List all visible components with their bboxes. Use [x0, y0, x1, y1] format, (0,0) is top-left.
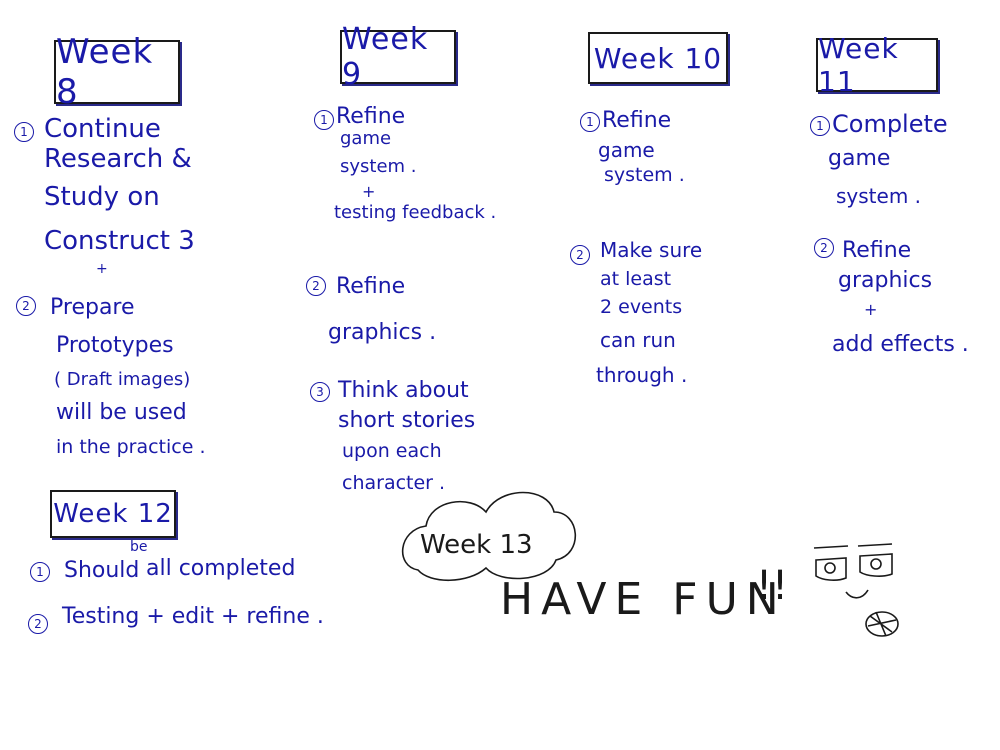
week11-title-box: Week 11 [816, 32, 938, 98]
week8-line-9: in the practice . [56, 436, 206, 458]
week13-have-fun: HAVE FUN [500, 574, 787, 625]
week10-line-5: at least [600, 268, 672, 290]
week10-line-3: system . [604, 164, 685, 186]
week10-line-7: can run [600, 328, 676, 352]
week11-line-2: game [828, 146, 891, 171]
week10-num-2: 2 [570, 245, 590, 265]
week12-line-2: Testing + edit + refine . [62, 604, 324, 629]
cloud-shape [402, 491, 577, 581]
week12-line-1a: Should [64, 558, 140, 583]
week8-line-4: Construct 3 [44, 226, 195, 256]
week8-title-box: Week 8 [54, 32, 180, 112]
week8-line-1: Continue [44, 114, 161, 144]
week10-title-box: Week 10 [588, 32, 728, 84]
week11-line-1: Complete [832, 110, 948, 138]
week11-num-1: 1 [810, 116, 830, 136]
week9-line-9: upon each [342, 440, 442, 462]
face-doodle [813, 543, 899, 637]
week11-line-6: add effects . [832, 332, 969, 357]
week8-plus: + [96, 261, 108, 277]
week9-num-2: 2 [306, 276, 326, 296]
week9-plus: + [362, 182, 376, 201]
week8-title: Week 8 [56, 32, 154, 112]
week13-exclamations: !! [756, 563, 789, 609]
week12-insert-be: be [130, 539, 148, 555]
week9-line-1: Refine [336, 104, 406, 129]
week9-title: Week 9 [342, 22, 429, 92]
week10-line-6: 2 events [600, 296, 683, 318]
week11-line-5: graphics [838, 268, 933, 293]
week12-title-box: Week 12 [50, 490, 176, 538]
week10-title: Week 10 [593, 41, 723, 75]
week9-line-8: short stories [338, 408, 476, 433]
week10-line-4: Make sure [600, 238, 703, 262]
week9-num-1: 1 [314, 110, 334, 130]
week11-line-4: Refine [842, 238, 912, 263]
week12-num-1: 1 [30, 562, 50, 582]
week8-num-1: 1 [14, 122, 34, 142]
week11-plus: + [864, 300, 878, 319]
week12-line-1b: all completed [146, 556, 296, 581]
week8-line-3: Study on [44, 182, 160, 212]
week10-line-8: through . [596, 363, 688, 387]
week9-line-3: system . [340, 156, 417, 177]
week9-line-7: Think about [338, 378, 469, 403]
week10-num-1: 1 [580, 112, 600, 132]
week8-line-5: Prepare [50, 295, 135, 320]
week9-line-10: character . [342, 472, 446, 494]
week9-num-3: 3 [310, 382, 330, 402]
week10-line-1: Refine [602, 108, 672, 133]
week11-title: Week 11 [818, 32, 899, 98]
week9-title-box: Week 9 [340, 22, 456, 92]
week12-title: Week 12 [53, 499, 173, 529]
week11-num-2: 2 [814, 238, 834, 258]
week8-line-6: Prototypes [56, 333, 174, 358]
week12-num-2: 2 [28, 614, 48, 634]
week11-line-3: system . [836, 184, 922, 208]
week9-line-5: Refine [336, 274, 406, 299]
week8-line-7: ( Draft images) [54, 369, 191, 390]
week10-line-2: game [598, 138, 655, 162]
week9-line-4: testing feedback . [334, 202, 497, 223]
week9-line-6: graphics . [328, 320, 437, 345]
week8-line-8: will be used [56, 400, 187, 425]
week13-title: Week 13 [420, 530, 533, 560]
week8-line-2: Research & [44, 144, 192, 174]
week9-line-2: game [340, 128, 392, 149]
week8-num-2: 2 [16, 296, 36, 316]
